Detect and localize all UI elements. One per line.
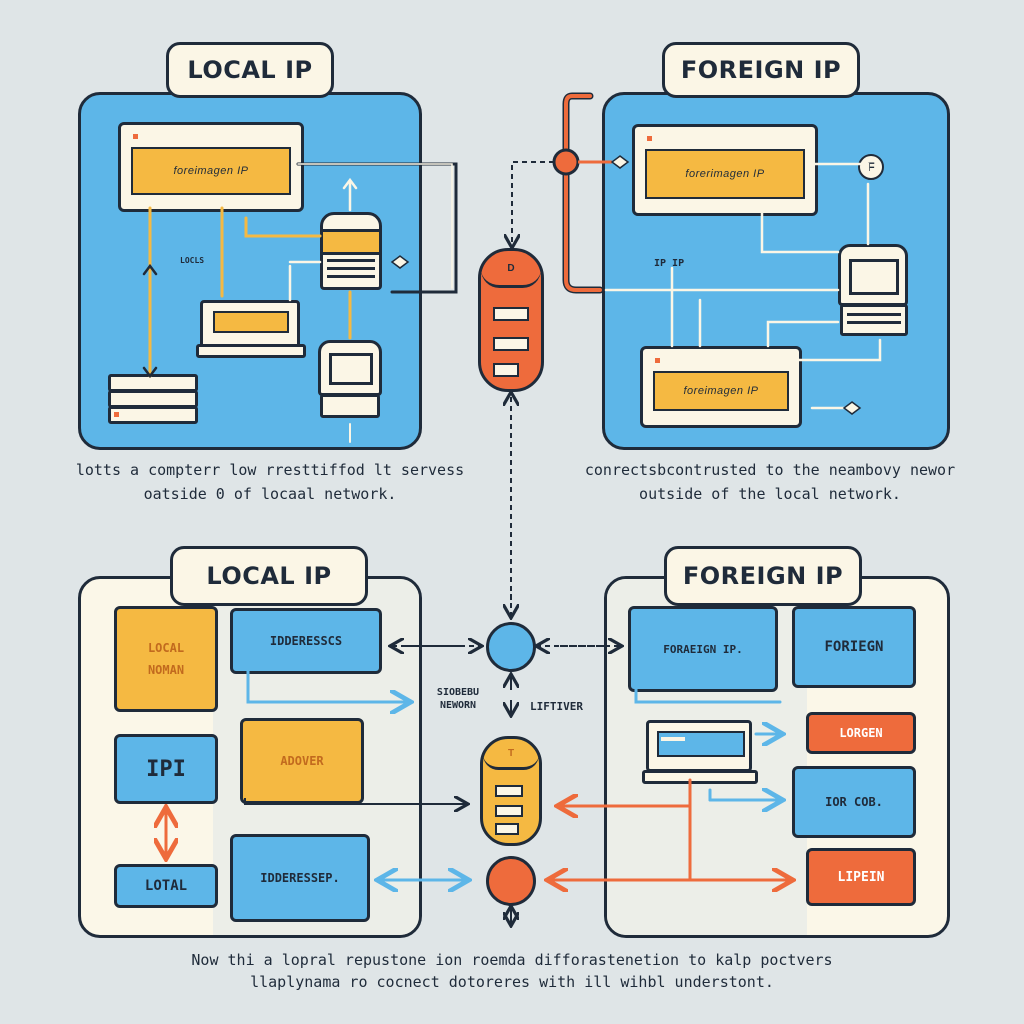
lorgen-box-text: LORGEN xyxy=(839,726,883,740)
addresses-box: IDDERESSCS xyxy=(230,608,382,674)
lorgen-box: LORGEN xyxy=(806,712,916,754)
local-box-text: LOTAL xyxy=(144,878,188,894)
switch-badge: T xyxy=(507,747,515,759)
foreign-badge-text: F xyxy=(867,160,875,174)
foreign-ip-title-top: FOREIGN IP xyxy=(662,42,860,98)
local-ip-title-bottom: LOCAL IP xyxy=(170,546,368,606)
addresses-box-text: IDDERESSCS xyxy=(269,634,343,648)
forien-box-text: FORIEGN xyxy=(824,639,884,655)
ior-box: IOR COB. xyxy=(792,766,916,838)
local-domain-box: LOCAL NOMAN xyxy=(114,606,218,712)
foreign-side-label: IP IP xyxy=(654,258,685,269)
local-caption-line2: oatside 0 of locaal network. xyxy=(143,485,397,503)
window-dot-icon xyxy=(647,136,652,141)
foreign-caption-line1: conrectsbcontrusted to the neambovy newo… xyxy=(584,461,956,479)
local-domain-text: LOCAL NOMAN xyxy=(147,641,185,677)
addresses-box-2-text: IDDERESSEP. xyxy=(260,871,340,885)
footer-line1: Now thi a lopral repustone ion roemda di… xyxy=(191,951,833,969)
window-dot-icon xyxy=(655,358,660,363)
center-label-left: SIOBEBU NEWORN xyxy=(436,687,480,711)
foreign-caption-line2: outside of the local network. xyxy=(639,485,901,503)
foreign-ip-box: FORAEIGN IP. xyxy=(628,606,778,692)
foreign-window-2-label: foreimagen IP xyxy=(653,371,789,411)
router-badge: D xyxy=(507,262,515,274)
local-window-label: foreimagen IP xyxy=(131,147,291,195)
foreign-window-label: forerimagen IP xyxy=(645,149,805,199)
adover-box-text: ADOVER xyxy=(280,754,324,768)
center-label-right: LIFTIVER xyxy=(530,700,583,713)
network-node-blue xyxy=(486,622,536,672)
lipein-box: LIPEIN xyxy=(806,848,916,906)
local-box: LOTAL xyxy=(114,864,218,908)
footer-line2: llaplynama ro cocnect dotoreres with ill… xyxy=(250,973,774,991)
foreign-ip-title-bottom: FOREIGN IP xyxy=(664,546,862,606)
addresses-box-2: IDDERESSEP. xyxy=(230,834,370,922)
forien-box: FORIEGN xyxy=(792,606,916,688)
server-rack-icon xyxy=(108,374,198,424)
switch-cylinder-icon: T xyxy=(480,736,542,846)
router-cylinder-icon: D xyxy=(478,248,544,392)
center-dashed-links xyxy=(392,161,620,646)
foreign-window: forerimagen IP xyxy=(632,124,818,216)
desktop-computer-icon xyxy=(838,244,910,340)
foreign-ip-box-text: FORAEIGN IP. xyxy=(663,642,743,656)
local-caption-line1: lotts a compterr low rresttiffod lt serv… xyxy=(75,461,465,479)
network-node-orange xyxy=(486,856,536,906)
ior-box-text: IOR COB. xyxy=(825,795,883,809)
foreign-badge: F xyxy=(858,154,884,180)
foreign-window-2: foreimagen IP xyxy=(640,346,802,428)
window-dot-icon xyxy=(133,134,138,139)
laptop-icon xyxy=(196,300,306,358)
ip-box-text: IPI xyxy=(146,756,186,782)
lipein-box-text: LIPEIN xyxy=(837,869,885,885)
local-small-label: LOCLS xyxy=(180,256,205,265)
local-window: foreimagen IP xyxy=(118,122,304,212)
ip-box: IPI xyxy=(114,734,218,804)
database-terminal-icon xyxy=(320,212,382,290)
desktop-computer-icon xyxy=(318,340,384,420)
adover-box: ADOVER xyxy=(240,718,364,804)
local-ip-title-top: LOCAL IP xyxy=(166,42,334,98)
laptop-icon xyxy=(642,720,758,786)
